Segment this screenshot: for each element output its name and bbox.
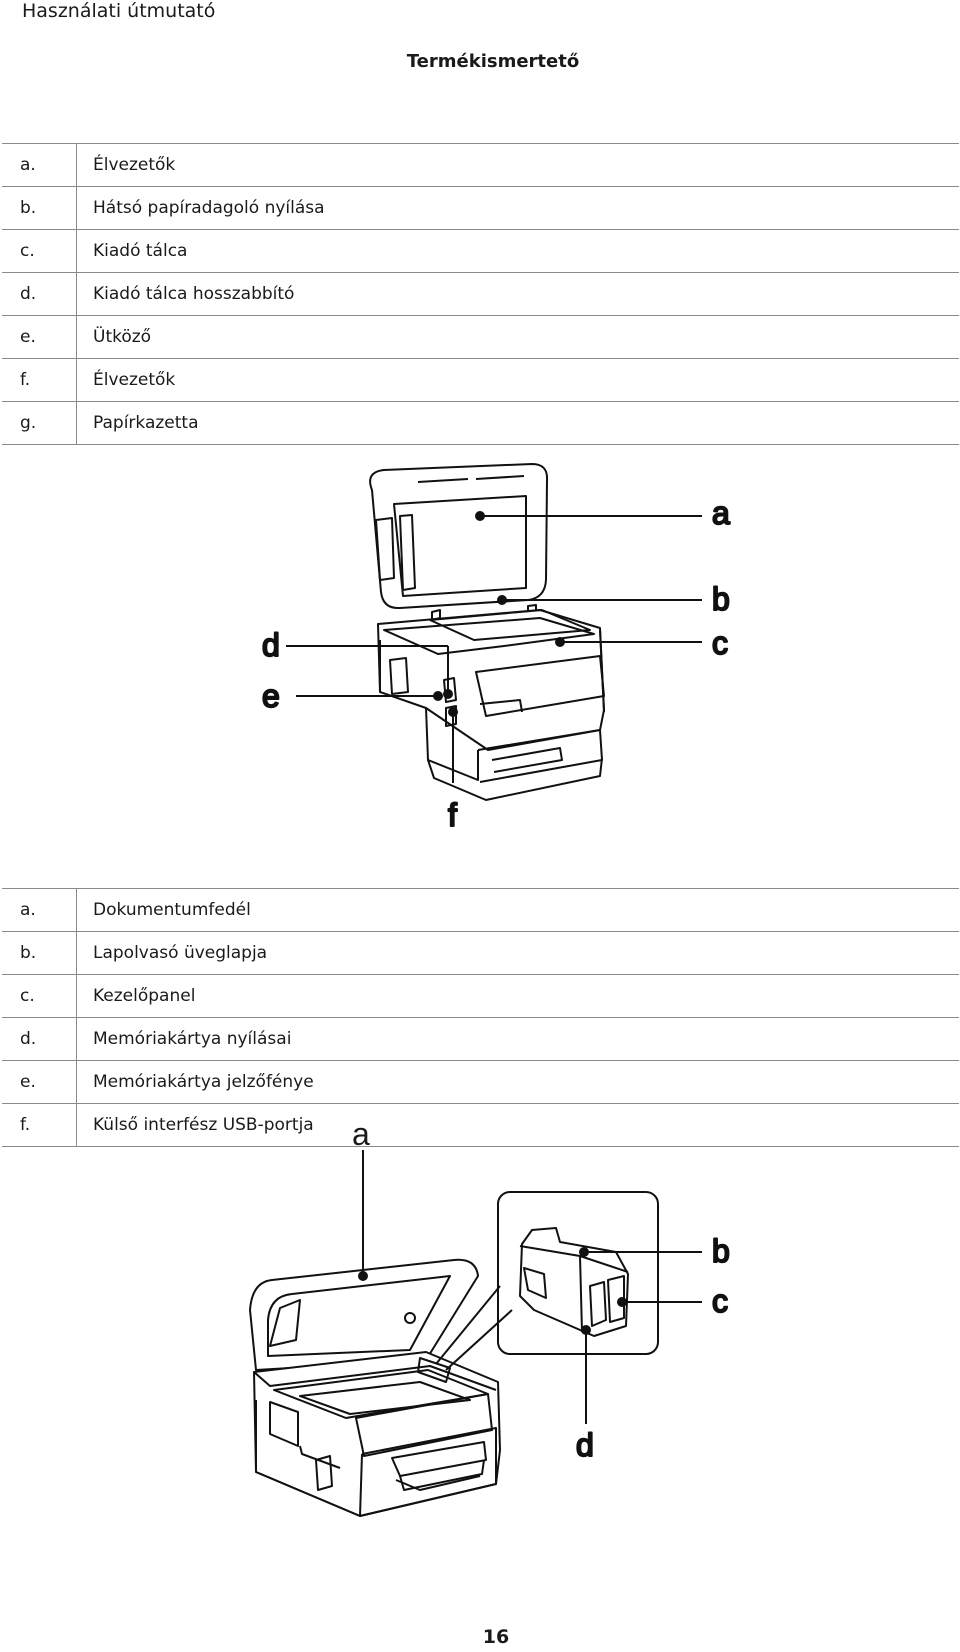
callout-d: d <box>576 1427 594 1463</box>
figure-2-label-a: a <box>352 1116 370 1152</box>
legend-key: b. <box>2 186 77 230</box>
legend-key: c. <box>2 229 77 273</box>
legend-label: Élvezetők <box>76 358 959 402</box>
table-row: e.Ütköző <box>2 315 959 359</box>
legend-label: Dokumentumfedél <box>76 888 959 932</box>
callout-e: e <box>262 678 280 714</box>
printer-open-illustration: a b c d <box>249 1150 731 1517</box>
legend-label: Lapolvasó üveglapja <box>76 931 959 975</box>
callout-b: b <box>712 1233 730 1269</box>
legend-label: Kiadó tálca hosszabbító <box>76 272 959 316</box>
callout-c: c <box>712 1283 728 1319</box>
callout-d: d <box>262 627 280 663</box>
table-row: f.Külső interfész USB-portja <box>2 1103 959 1147</box>
table-row: a.Élvezetők <box>2 143 959 187</box>
legend-key: e. <box>2 1060 77 1104</box>
legend-key: e. <box>2 315 77 359</box>
running-header: Használati útmutató <box>22 0 216 22</box>
section-title: Termékismertető <box>406 51 580 72</box>
legend-label: Hátsó papíradagoló nyílása <box>76 186 959 230</box>
printer-front-illustration: a b c d e f <box>261 463 731 834</box>
table-row: f.Élvezetők <box>2 358 959 402</box>
legend-key: d. <box>2 272 77 316</box>
legend-key: f. <box>2 1103 77 1147</box>
legend-table-1: a.Élvezetők b.Hátsó papíradagoló nyílása… <box>2 143 959 445</box>
table-row: c.Kiadó tálca <box>2 229 959 273</box>
legend-label: Papírkazetta <box>76 401 959 445</box>
callout-b: b <box>712 581 730 617</box>
table-row: c.Kezelőpanel <box>2 974 959 1018</box>
callout-c: c <box>712 625 728 661</box>
legend-key: d. <box>2 1017 77 1061</box>
legend-key: a. <box>2 143 77 187</box>
legend-key: f. <box>2 358 77 402</box>
legend-key: a. <box>2 888 77 932</box>
legend-label: Memóriakártya jelzőfénye <box>76 1060 959 1104</box>
table-row: e.Memóriakártya jelzőfénye <box>2 1060 959 1104</box>
legend-label: Élvezetők <box>76 143 959 187</box>
table-row: b.Lapolvasó üveglapja <box>2 931 959 975</box>
table-row: g.Papírkazetta <box>2 401 959 445</box>
legend-label: Kezelőpanel <box>76 974 959 1018</box>
page-number: 16 <box>482 1626 510 1648</box>
callout-f: f <box>448 797 457 833</box>
legend-label: Kiadó tálca <box>76 229 959 273</box>
table-row: b.Hátsó papíradagoló nyílása <box>2 186 959 230</box>
legend-table-2: a.Dokumentumfedél b.Lapolvasó üveglapja … <box>2 888 959 1147</box>
legend-key: b. <box>2 931 77 975</box>
callout-a: a <box>712 495 730 531</box>
legend-key: c. <box>2 974 77 1018</box>
legend-label: Külső interfész USB-portja <box>76 1103 959 1147</box>
table-row: a.Dokumentumfedél <box>2 888 959 932</box>
legend-label: Memóriakártya nyílásai <box>76 1017 959 1061</box>
table-row: d.Memóriakártya nyílásai <box>2 1017 959 1061</box>
legend-label: Ütköző <box>76 315 959 359</box>
legend-key: g. <box>2 401 77 445</box>
table-row: d.Kiadó tálca hosszabbító <box>2 272 959 316</box>
